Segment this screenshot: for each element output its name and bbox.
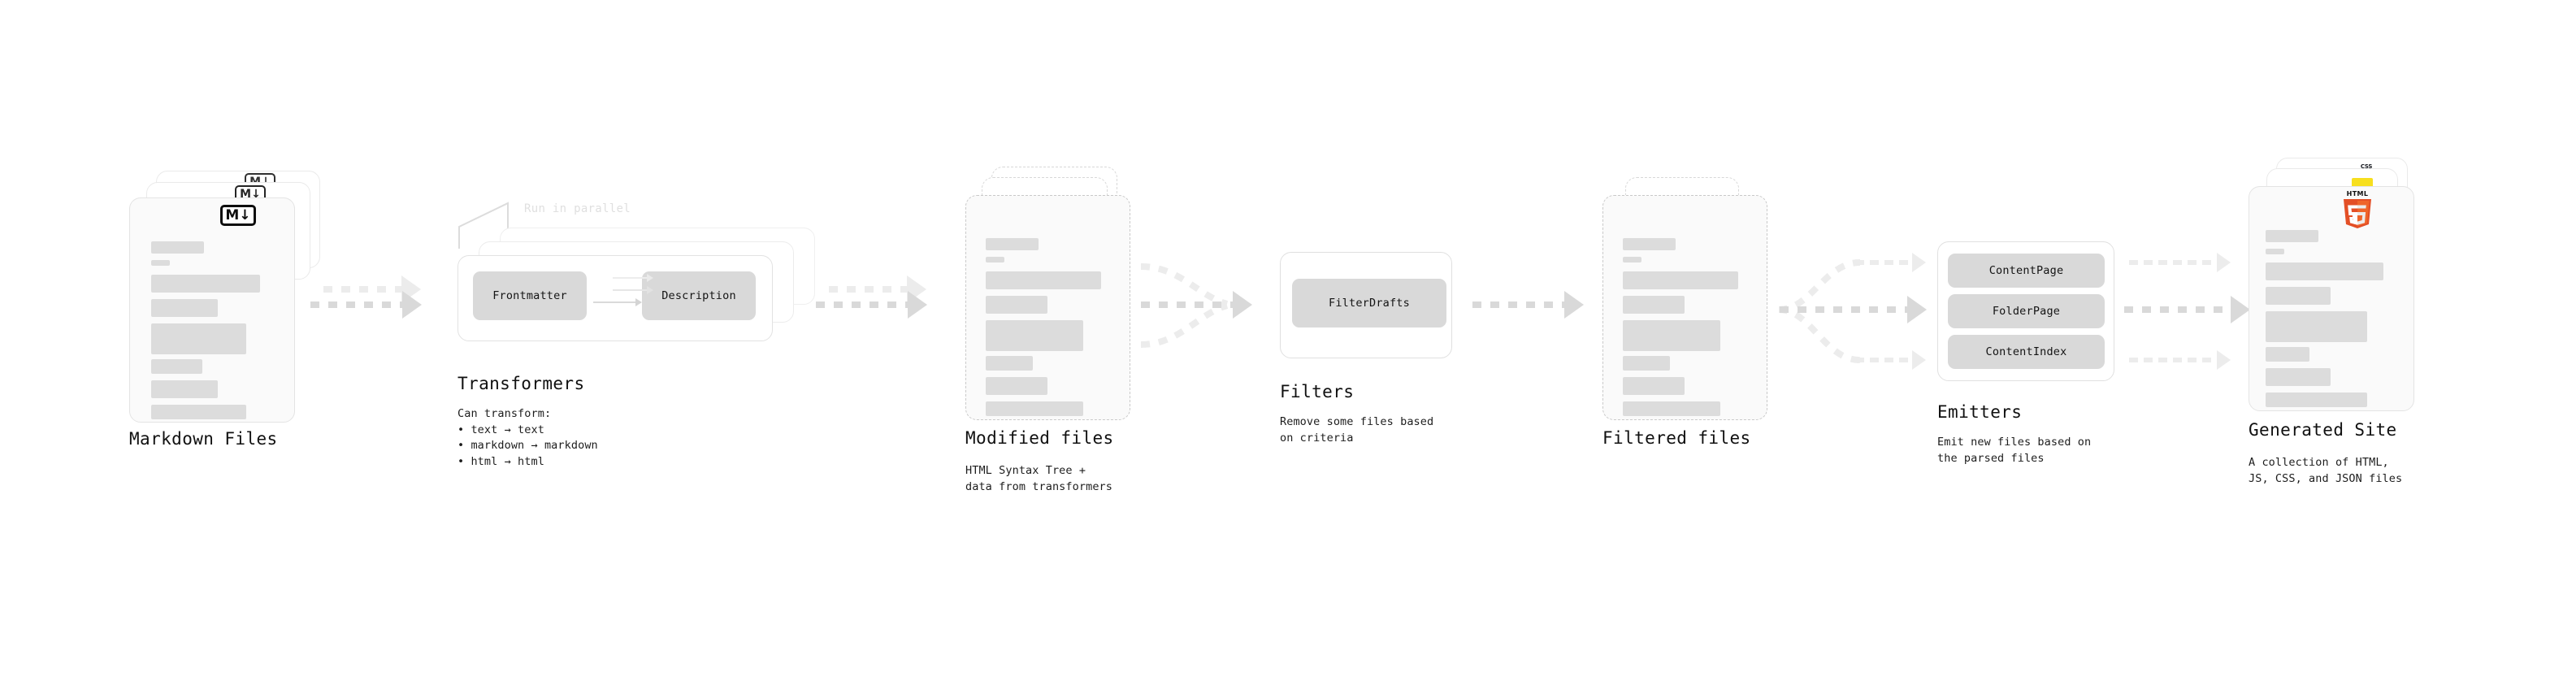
stage-title-emitters: Emitters [1937, 402, 2023, 422]
stage-subtitle-transformers: Can transform: • text → text • markdown … [458, 407, 598, 468]
stage-subtitle-filters: Remove some files based on criteria [1280, 415, 1434, 445]
stage-title-filtered-files: Filtered files [1602, 428, 1751, 448]
markdown-icon: M↓ [220, 205, 256, 226]
html5-icon: HTML [2339, 190, 2376, 231]
stage-title-filters: Filters [1280, 382, 1355, 401]
css-badge-label: CSS [2360, 163, 2373, 170]
doc-line [2266, 230, 2318, 242]
doc-line [1623, 320, 1720, 351]
doc-line [986, 356, 1033, 371]
doc-line [986, 257, 1004, 262]
doc-line [151, 241, 204, 254]
doc-line [1623, 356, 1670, 371]
doc-line [2266, 249, 2284, 254]
doc-line [1623, 257, 1641, 262]
doc-line [1623, 296, 1685, 314]
generated-site-card[interactable] [2249, 186, 2414, 411]
modified-file-card[interactable] [965, 195, 1130, 420]
doc-line [151, 275, 260, 293]
doc-line [986, 271, 1101, 289]
stage-title-modified-files: Modified files [965, 428, 1114, 448]
doc-line [1623, 271, 1738, 289]
stage-subtitle-emitters: Emit new files based on the parsed files [1937, 436, 2092, 465]
doc-line [2266, 368, 2331, 386]
doc-line [986, 401, 1083, 416]
stage-title-generated-site: Generated Site [2249, 420, 2397, 440]
parallel-bracket [458, 202, 509, 249]
emitter-pill-contentpage[interactable]: ContentPage [1948, 254, 2105, 288]
doc-line [986, 320, 1083, 351]
doc-line [151, 405, 246, 419]
filtered-file-card[interactable] [1602, 195, 1767, 420]
transformer-pill-frontmatter[interactable]: Frontmatter [473, 271, 587, 320]
markdown-file-card[interactable] [129, 197, 295, 423]
filter-pill-filterdrafts[interactable]: FilterDrafts [1292, 279, 1446, 327]
doc-line [151, 260, 170, 266]
doc-line [151, 359, 202, 374]
stage-subtitle-modified-files: HTML Syntax Tree + data from transformer… [965, 464, 1113, 493]
doc-line [151, 323, 246, 354]
emitter-pill-folderpage[interactable]: FolderPage [1948, 294, 2105, 328]
doc-line [986, 238, 1039, 250]
transformer-pill-description[interactable]: Description [642, 271, 756, 320]
doc-line [2266, 347, 2309, 362]
html5-wordmark: HTML [2346, 190, 2369, 197]
doc-line [1623, 238, 1676, 250]
doc-line [1623, 377, 1685, 395]
stage-title-markdown-files: Markdown Files [129, 429, 278, 449]
doc-line [1623, 401, 1720, 416]
parallel-note-label: Run in parallel [524, 202, 631, 215]
doc-line [2266, 311, 2367, 342]
doc-line [151, 380, 218, 398]
doc-line [986, 296, 1047, 314]
doc-line [986, 377, 1047, 395]
doc-line [2266, 393, 2367, 407]
emitter-pill-contentindex[interactable]: ContentIndex [1948, 335, 2105, 369]
doc-line [2266, 262, 2383, 280]
doc-line [151, 299, 218, 317]
doc-line [2266, 287, 2331, 305]
stage-subtitle-generated-site: A collection of HTML, JS, CSS, and JSON … [2249, 456, 2403, 485]
stage-title-transformers: Transformers [458, 374, 585, 393]
